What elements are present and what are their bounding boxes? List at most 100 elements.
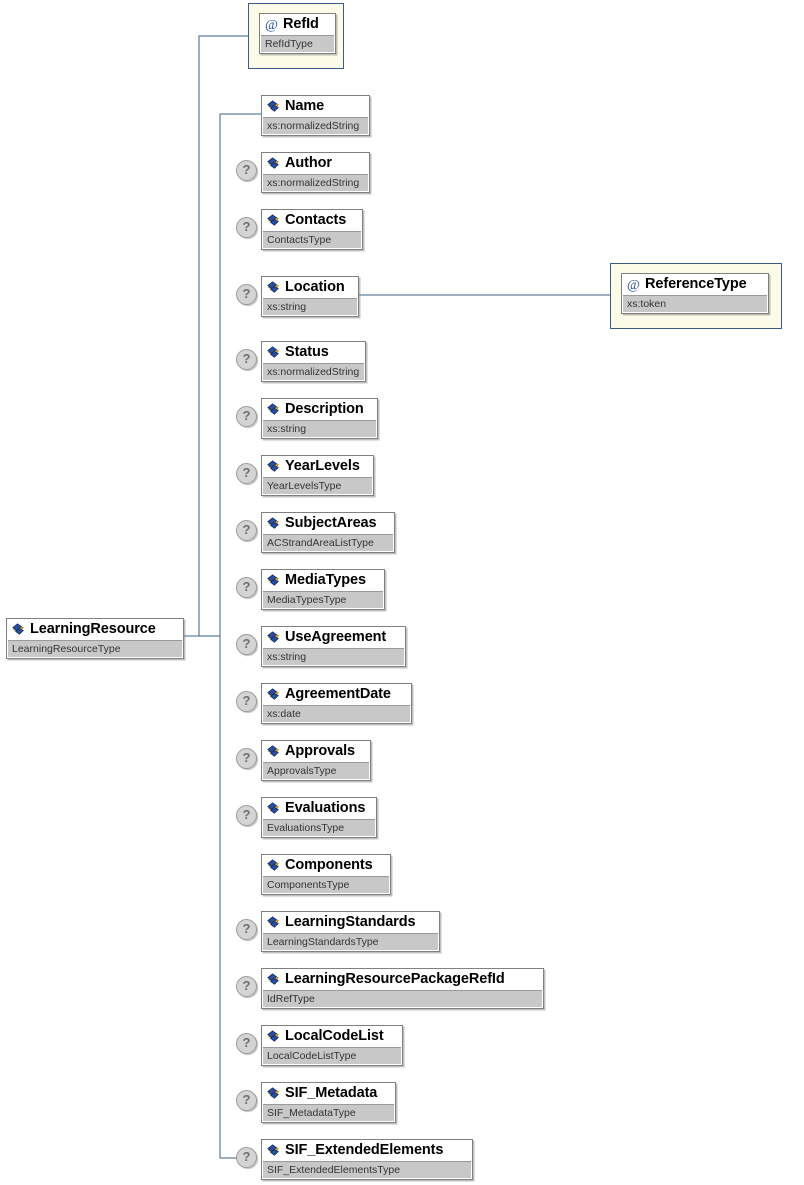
node-name: SubjectAreas <box>285 515 377 531</box>
element-icon <box>266 573 281 588</box>
node-typebar: IdRefType <box>263 990 542 1007</box>
element-icon <box>266 156 281 171</box>
node-root-learningresource[interactable]: LearningResource LearningResourceType <box>6 618 184 659</box>
node-name: Status <box>285 344 329 360</box>
node-element-agreementdate[interactable]: AgreementDate xs:date <box>261 683 412 724</box>
node-title: @ ReferenceType <box>622 274 768 295</box>
optional-marker: ? <box>236 919 257 940</box>
node-type: xs:normalizedString <box>267 366 360 378</box>
node-type: ComponentsType <box>267 879 350 891</box>
node-attribute-refid[interactable]: @ RefId RefIdType <box>259 13 336 54</box>
node-name: Name <box>285 98 325 114</box>
attribute-frame-referencetype: @ ReferenceType xs:token <box>610 263 782 329</box>
element-icon <box>266 1143 281 1158</box>
element-icon <box>266 280 281 295</box>
optional-marker: ? <box>236 406 257 427</box>
element-icon <box>266 630 281 645</box>
node-type: xs:normalizedString <box>267 177 360 189</box>
node-type: MediaTypesType <box>267 594 347 606</box>
optional-marker: ? <box>236 805 257 826</box>
node-title: Approvals <box>262 741 370 762</box>
node-type: xs:string <box>267 301 307 313</box>
element-icon <box>266 459 281 474</box>
node-name: SIF_ExtendedElements <box>285 1142 444 1158</box>
node-name: Approvals <box>285 743 356 759</box>
node-name: Author <box>285 155 332 171</box>
node-typebar: LocalCodeListType <box>263 1047 401 1064</box>
node-title: Components <box>262 855 390 876</box>
node-title: Location <box>262 277 358 298</box>
node-name: LearningStandards <box>285 914 416 930</box>
node-typebar: xs:string <box>263 648 404 665</box>
node-type: xs:string <box>267 651 307 663</box>
node-type: xs:string <box>267 423 307 435</box>
node-type: ContactsType <box>267 234 332 246</box>
svg-text:@: @ <box>265 17 278 32</box>
node-typebar: xs:normalizedString <box>263 174 368 191</box>
node-name: Evaluations <box>285 800 366 816</box>
node-title: SubjectAreas <box>262 513 394 534</box>
element-icon <box>266 1029 281 1044</box>
element-icon <box>266 99 281 114</box>
node-type: RefIdType <box>265 38 313 50</box>
node-typebar: LearningStandardsType <box>263 933 438 950</box>
node-typebar: SIF_MetadataType <box>263 1104 394 1121</box>
element-icon <box>266 213 281 228</box>
node-title: Evaluations <box>262 798 376 819</box>
node-name: LearningResource <box>30 621 156 637</box>
element-icon <box>266 345 281 360</box>
attribute-frame-refid: @ RefId RefIdType <box>248 3 344 69</box>
node-element-author[interactable]: Author xs:normalizedString <box>261 152 370 193</box>
node-title: AgreementDate <box>262 684 411 705</box>
node-type: EvaluationsType <box>267 822 345 834</box>
node-type: ACStrandAreaListType <box>267 537 374 549</box>
node-title: Status <box>262 342 365 363</box>
node-name: RefId <box>283 16 319 32</box>
optional-marker: ? <box>236 217 257 238</box>
node-type: ApprovalsType <box>267 765 337 777</box>
optional-marker: ? <box>236 463 257 484</box>
node-element-name[interactable]: Name xs:normalizedString <box>261 95 370 136</box>
node-title: UseAgreement <box>262 627 405 648</box>
node-type: xs:token <box>627 298 667 310</box>
node-title: Author <box>262 153 369 174</box>
node-element-useagreement[interactable]: UseAgreement xs:string <box>261 626 406 667</box>
node-typebar: ComponentsType <box>263 876 389 893</box>
node-typebar: ApprovalsType <box>263 762 369 779</box>
node-title: @ RefId <box>260 14 335 35</box>
optional-marker: ? <box>236 748 257 769</box>
node-typebar: xs:normalizedString <box>263 363 364 380</box>
node-typebar: xs:token <box>623 295 767 312</box>
node-name: Contacts <box>285 212 347 228</box>
element-icon <box>266 972 281 987</box>
node-typebar: LearningResourceType <box>8 640 182 657</box>
node-type: SIF_MetadataType <box>267 1107 356 1119</box>
node-attribute-referencetype[interactable]: @ ReferenceType xs:token <box>621 273 769 314</box>
node-typebar: xs:date <box>263 705 410 722</box>
node-type: xs:date <box>267 708 301 720</box>
node-name: ReferenceType <box>645 276 747 292</box>
node-element-location[interactable]: Location xs:string <box>261 276 359 317</box>
node-title: MediaTypes <box>262 570 384 591</box>
node-element-status[interactable]: Status xs:normalizedString <box>261 341 366 382</box>
node-title: LearningResource <box>7 619 183 640</box>
optional-marker: ? <box>236 577 257 598</box>
node-title: LocalCodeList <box>262 1026 402 1047</box>
svg-text:@: @ <box>627 277 640 292</box>
node-type: LearningResourceType <box>12 643 121 655</box>
node-typebar: xs:normalizedString <box>263 117 368 134</box>
